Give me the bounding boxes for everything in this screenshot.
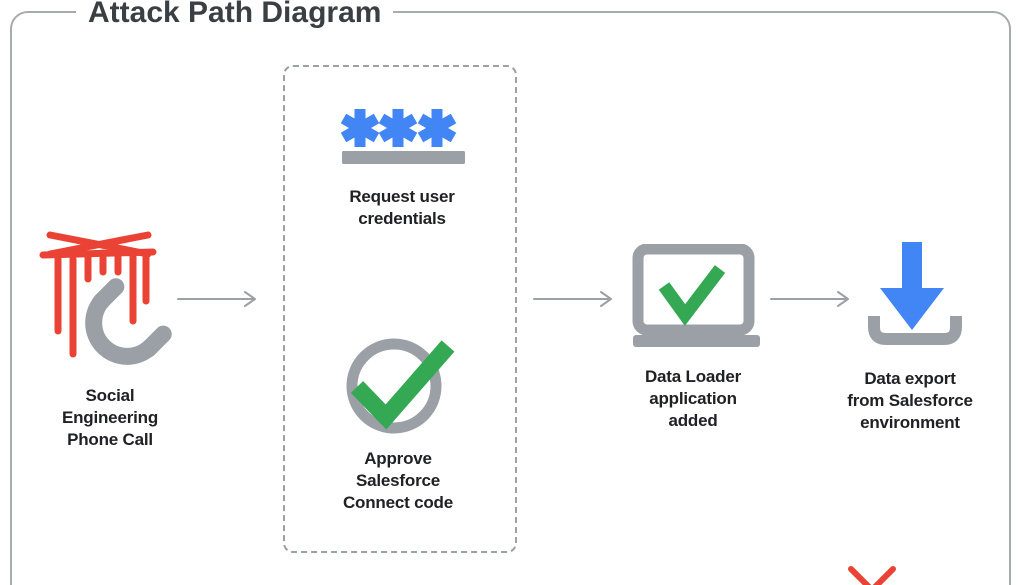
flow-arrow-icon [533, 291, 612, 307]
label-line: Data export [864, 369, 956, 388]
step-label-request-credentials: Request user credentials [312, 186, 492, 230]
step-label-data-loader: Data Loader application added [603, 366, 783, 432]
label-line: credentials [358, 209, 446, 228]
flow-arrow-icon [770, 291, 849, 307]
label-line: environment [860, 413, 960, 432]
label-line: Data Loader [644, 367, 742, 386]
step-label-data-export: Data export from Salesforce environment [820, 368, 1000, 434]
download-icon [868, 242, 962, 345]
label-line: application [649, 389, 737, 408]
label-line: Engineering [61, 408, 159, 427]
label-line: Request user [349, 187, 455, 206]
label-line: Approve [364, 449, 432, 468]
password-asterisks-icon [340, 109, 465, 164]
marionette-phone-icon [39, 231, 172, 365]
credential-phase-group-box [283, 65, 517, 553]
step-label-approve-connect: Approve Salesforce Connect code [308, 448, 488, 514]
label-line: Phone Call [67, 430, 153, 449]
red-x-icon [848, 566, 896, 585]
label-line: Connect code [342, 493, 453, 512]
label-line: added [668, 411, 718, 430]
label-line: Salesforce [356, 471, 440, 490]
label-line: from Salesforce [847, 391, 973, 410]
approve-check-icon [346, 338, 455, 434]
page-title: Attack Path Diagram [76, 0, 394, 30]
laptop-check-icon [632, 244, 760, 347]
step-label-social-engineering: Social Engineering Phone Call [30, 385, 190, 451]
diagram-frame [10, 11, 1011, 585]
label-line: Social [85, 386, 135, 405]
flow-arrow-icon [177, 291, 256, 307]
